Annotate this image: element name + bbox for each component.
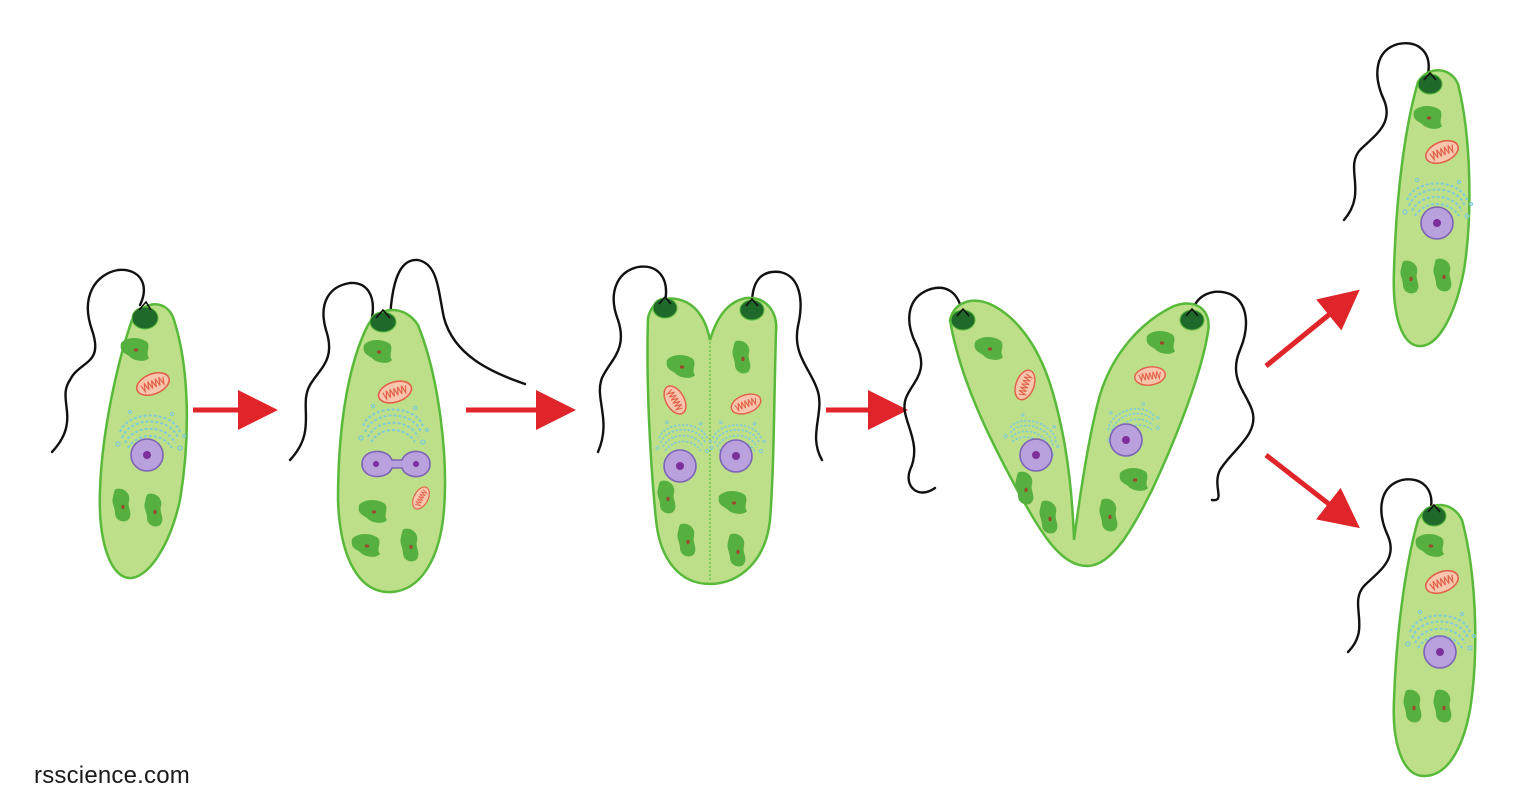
euglena-dividing-nucleus	[288, 258, 527, 594]
flagellum	[288, 281, 375, 462]
flagellum	[388, 258, 527, 386]
eyespot	[369, 311, 397, 333]
euglena-daughter-cell-top	[1342, 42, 1474, 348]
eyespot	[131, 306, 159, 330]
eyespot	[1421, 505, 1447, 527]
euglena-longitudinal-split	[596, 265, 824, 586]
euglena-daughter-cell-bottom	[1346, 478, 1477, 778]
eyespot	[1417, 73, 1443, 95]
euglena-v-separation	[903, 286, 1255, 568]
eyespot	[950, 309, 976, 331]
dividing-nucleus	[361, 450, 431, 478]
flagellum	[1190, 290, 1255, 502]
eyespot	[739, 299, 765, 321]
cell-body	[336, 308, 447, 594]
euglena-single-cell	[50, 268, 189, 580]
flagellum	[750, 270, 824, 462]
arrow-stage-4-to-bottom-daughter	[1264, 453, 1360, 529]
source-credit: rsscience.com	[34, 762, 190, 789]
flagellum	[1346, 478, 1433, 654]
eyespot	[1179, 309, 1205, 331]
cell-body	[646, 296, 778, 586]
cell-body	[948, 299, 1210, 568]
flagellum	[596, 265, 668, 454]
flagellum	[903, 286, 964, 494]
eyespot	[652, 297, 678, 319]
flagellum	[1342, 42, 1430, 222]
flagellum	[50, 268, 145, 454]
arrow-stage-4-to-top-daughter	[1264, 289, 1360, 368]
